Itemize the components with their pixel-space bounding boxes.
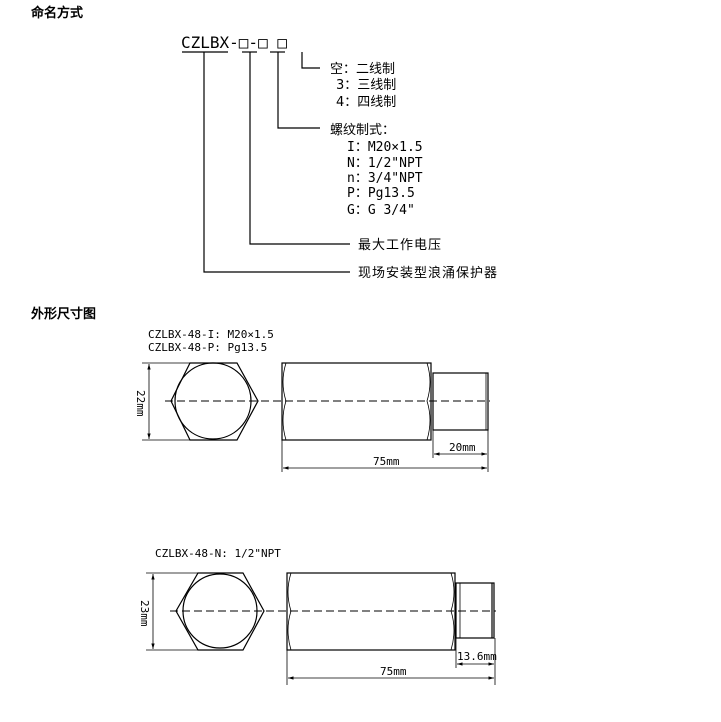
hex-size-label: 23mm xyxy=(138,600,151,627)
thread-title: 螺纹制式： xyxy=(330,123,395,138)
naming-leader-lines xyxy=(182,51,350,273)
thread-option: G：G 3/4" xyxy=(347,203,415,218)
wiring-option: 3：三线制 xyxy=(336,78,396,93)
voltage-label: 最大工作电压 xyxy=(358,238,442,253)
wiring-option: 空：二线制 xyxy=(330,62,395,77)
model-label: CZLBX-48-I: M20×1.5 xyxy=(148,328,274,341)
thread-option: I：M20×1.5 xyxy=(347,140,423,155)
drawing-2: CZLBX-48-N: 1/2"NPT 23mm 13.6mm 75mm xyxy=(138,547,497,685)
thread-length-label: 13.6mm xyxy=(457,650,497,663)
thread-length-label: 20mm xyxy=(449,441,476,454)
total-length-label: 75mm xyxy=(373,455,400,468)
product-label: 现场安装型浪涌保护器 xyxy=(358,266,498,281)
hex-size-label: 22mm xyxy=(134,390,147,417)
model-label: CZLBX-48-N: 1/2"NPT xyxy=(155,547,281,560)
thread-option: n：3/4"NPT xyxy=(347,171,423,186)
model-label: CZLBX-48-P: Pg13.5 xyxy=(148,341,267,354)
dimensions-title: 外形尺寸图 xyxy=(30,306,96,322)
total-length-label: 75mm xyxy=(380,665,407,678)
model-code: CZLBX-□-□ □ xyxy=(181,33,287,52)
thread-option: P：Pg13.5 xyxy=(347,186,415,201)
naming-title: 命名方式 xyxy=(30,5,83,21)
thread-option: N：1/2"NPT xyxy=(347,156,423,171)
side-view: 13.6mm 75mm xyxy=(170,572,497,685)
side-view: 20mm 75mm xyxy=(165,362,490,472)
wiring-option: 4：四线制 xyxy=(336,95,396,110)
drawing-1: CZLBX-48-I: M20×1.5 CZLBX-48-P: Pg13.5 2… xyxy=(134,328,490,472)
